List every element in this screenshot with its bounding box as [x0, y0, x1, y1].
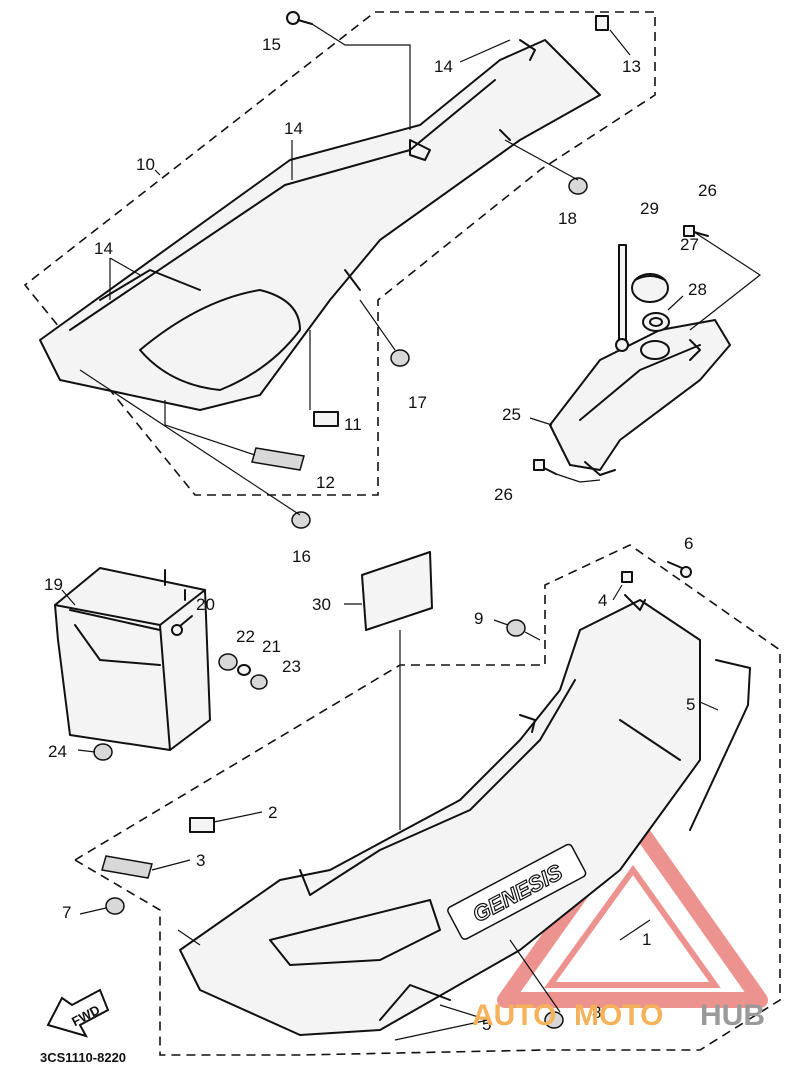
callout-24: 24 [48, 742, 67, 761]
clip-4-icon [621, 571, 633, 583]
pad-2-icon [189, 817, 215, 833]
grommet-18-icon [568, 177, 588, 195]
damper-22-icon [218, 653, 238, 671]
bolt-26-top-icon [683, 225, 709, 237]
grommet-8-icon [544, 1011, 564, 1029]
oil-tank [549, 319, 731, 476]
pad-12-icon [251, 447, 305, 471]
callout-26b: 26 [494, 485, 513, 504]
callout-25: 25 [502, 405, 521, 424]
bolt-20-icon [171, 615, 193, 636]
callout-28: 28 [688, 280, 707, 299]
callout-16: 16 [292, 547, 311, 566]
clip-13-icon [595, 15, 609, 31]
battery-box [54, 567, 211, 751]
pad-3-icon [101, 855, 153, 879]
callout-22: 22 [236, 627, 255, 646]
trim-5-right-icon [689, 659, 751, 831]
callout-12: 12 [316, 473, 335, 492]
watermark-part2: MOTO [574, 999, 663, 1032]
nut-23-icon [250, 674, 268, 690]
ring-28-icon [642, 312, 670, 332]
callout-10: 10 [136, 155, 155, 174]
grommet-17-icon [390, 349, 410, 367]
callout-7: 7 [62, 903, 71, 922]
callout-20: 20 [196, 595, 215, 614]
pad-11-icon [313, 411, 339, 427]
callout-14b: 14 [284, 119, 303, 138]
side-cover-upper [39, 39, 601, 411]
side-cover-lower [179, 594, 701, 1036]
watermark-text: AUTO MOTO HUB [472, 999, 765, 1032]
bolt-15-icon [286, 11, 313, 25]
callout-18: 18 [558, 209, 577, 228]
callout-26a: 26 [698, 181, 717, 200]
callout-9: 9 [474, 609, 483, 628]
callout-3: 3 [196, 851, 205, 870]
trim-5-bottom-icon [379, 984, 451, 1021]
grommet-16-icon [291, 511, 311, 529]
group-outline-lower-cover [74, 544, 781, 1056]
diagram-code: 3CS1110-8220 [40, 1050, 126, 1065]
grommet-9-icon [506, 619, 526, 637]
callout-30: 30 [312, 595, 331, 614]
bolt-29-icon [615, 244, 629, 352]
callout-11: 11 [344, 415, 362, 434]
callout-4: 4 [598, 591, 607, 610]
callout-6: 6 [684, 534, 693, 553]
callout-27: 27 [680, 235, 699, 254]
callout-14c: 14 [94, 239, 113, 258]
callout-17: 17 [408, 393, 427, 412]
callout-15: 15 [262, 35, 281, 54]
grommet-7-icon [105, 897, 125, 915]
callout-14a: 14 [434, 57, 453, 76]
callout-19: 19 [44, 575, 63, 594]
callout-8: 8 [592, 1003, 601, 1022]
callout-13: 13 [622, 57, 641, 76]
callout-5b: 5 [482, 1015, 491, 1034]
cap-27-icon [631, 273, 669, 303]
callout-5a: 5 [686, 695, 695, 714]
fwd-arrow-icon: FWD [46, 988, 110, 1038]
callout-23: 23 [282, 657, 301, 676]
label-30-icon [361, 551, 433, 631]
grommet-24-icon [93, 743, 113, 761]
collar-21-icon [237, 664, 251, 676]
watermark-part3: HUB [700, 999, 765, 1032]
watermark-part1: AUTO [472, 999, 556, 1032]
callout-21: 21 [262, 637, 281, 656]
callout-2: 2 [268, 803, 277, 822]
callout-29: 29 [640, 199, 659, 218]
callout-1: 1 [642, 930, 651, 949]
bolt-26-bottom-icon [533, 459, 557, 475]
bolt-6-icon [667, 561, 692, 578]
